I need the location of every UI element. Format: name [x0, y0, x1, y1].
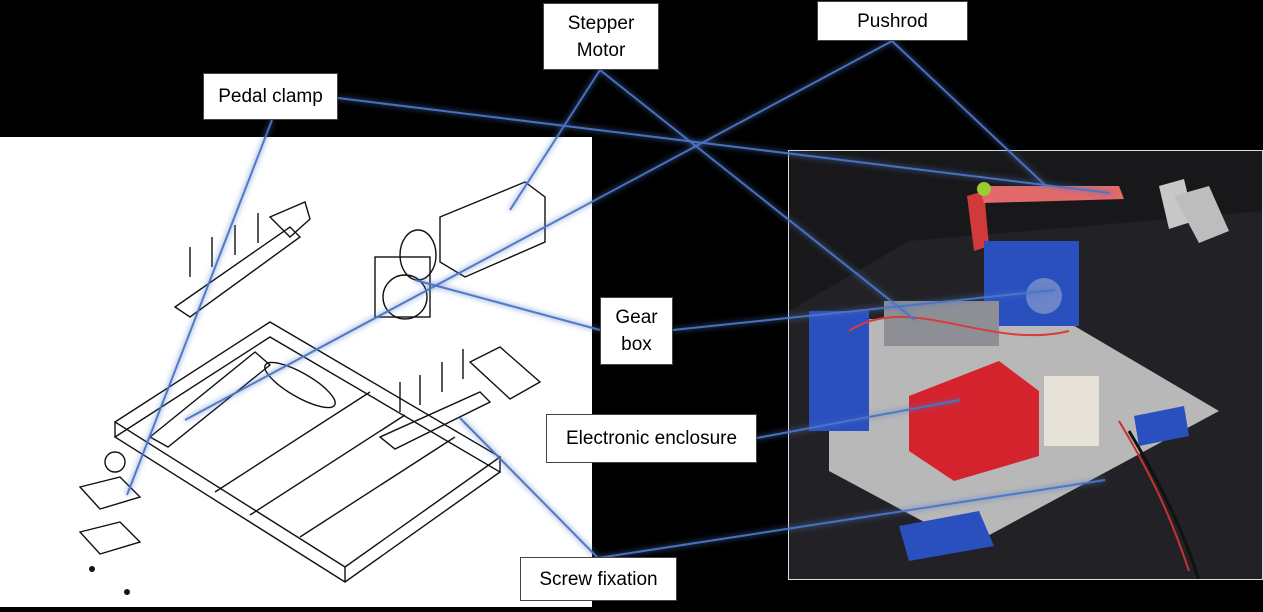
- callout-gear-box: Gear box: [600, 297, 673, 365]
- callout-pedal-clamp: Pedal clamp: [203, 73, 338, 120]
- callout-pushrod: Pushrod: [817, 1, 968, 41]
- cad-pedal-clamp: [78, 476, 142, 510]
- callout-stepper-motor: Stepper Motor: [543, 3, 659, 70]
- cad-exploded-view: [0, 137, 592, 607]
- cad-drawing: [78, 181, 546, 595]
- top-bracket: [173, 226, 302, 318]
- photo-motor: [884, 301, 999, 346]
- callout-screw-fixation: Screw fixation: [520, 557, 677, 601]
- callout-electronic-enclosure: Electronic enclosure: [546, 414, 757, 463]
- device-photo: [788, 150, 1263, 580]
- cad-pushrod: [148, 351, 272, 448]
- photo-enclosure: [909, 361, 1039, 481]
- cad-motor: [439, 181, 546, 278]
- device-photo-illustration: [789, 151, 1262, 579]
- photo-pushrod: [967, 191, 989, 251]
